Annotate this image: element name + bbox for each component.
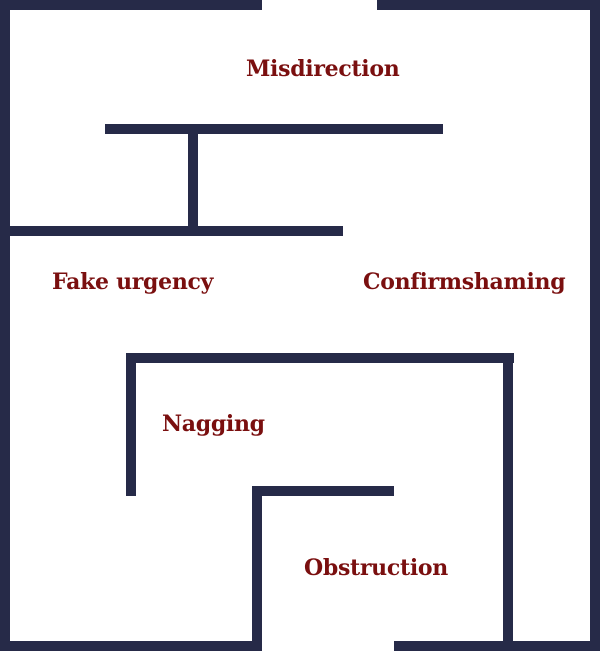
room-label-confirmshaming: Confirmshaming	[363, 269, 566, 295]
wall-top-right	[377, 0, 600, 10]
wall-obstruction-left	[252, 486, 262, 651]
wall-left	[0, 0, 10, 651]
wall-upper-bar	[105, 124, 443, 134]
wall-inner-left	[126, 353, 136, 496]
wall-inner-top	[126, 353, 514, 363]
wall-upper-stem	[188, 124, 198, 234]
wall-top-left	[0, 0, 262, 10]
wall-middle-bar	[0, 226, 343, 236]
room-label-fake-urgency: Fake urgency	[52, 269, 214, 295]
wall-right	[590, 0, 600, 651]
room-label-obstruction: Obstruction	[304, 555, 448, 581]
room-label-nagging: Nagging	[162, 411, 265, 437]
room-label-misdirection: Misdirection	[246, 56, 400, 82]
wall-inner-right	[503, 353, 513, 651]
wall-bottom-left	[0, 641, 262, 651]
wall-obstruction-top	[252, 486, 394, 496]
wall-bottom-right	[394, 641, 600, 651]
